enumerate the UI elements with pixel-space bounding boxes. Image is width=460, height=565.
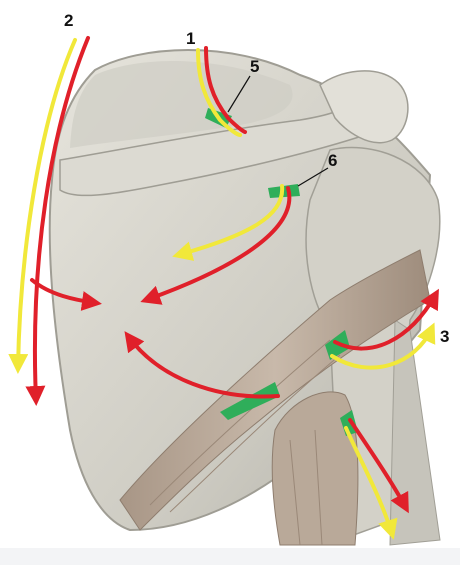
bottom-edge-strip bbox=[0, 548, 460, 565]
callout-6: 6 bbox=[328, 151, 337, 170]
callout-3: 3 bbox=[440, 327, 449, 346]
callout-5: 5 bbox=[250, 57, 259, 76]
callout-1: 1 bbox=[186, 29, 195, 48]
callout-2: 2 bbox=[64, 11, 73, 30]
